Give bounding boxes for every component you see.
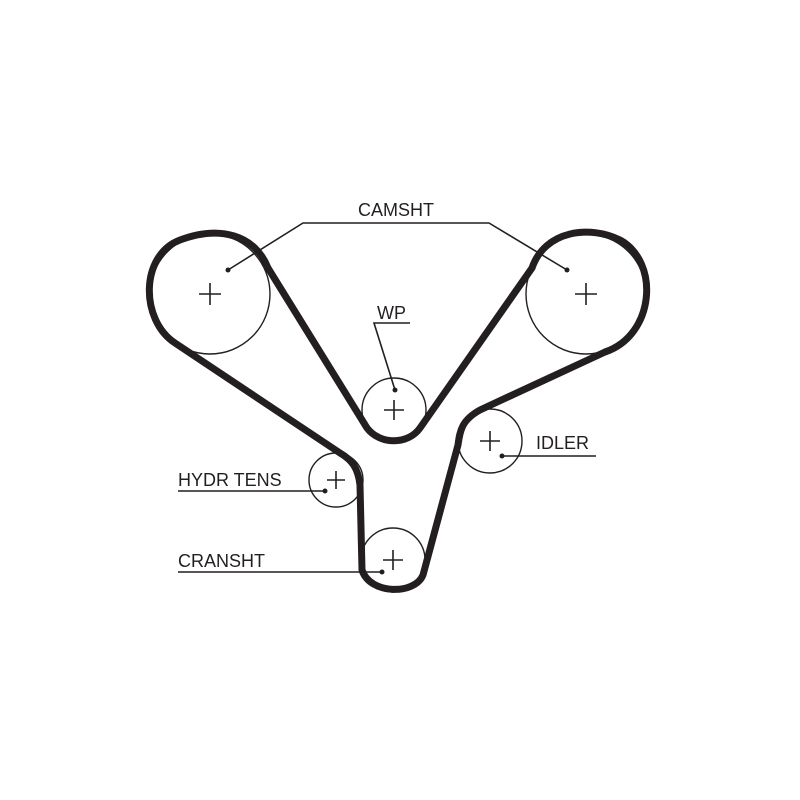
left-camshaft-pulley-outline [149,233,271,355]
water-pump-leader-dot [392,387,398,393]
idler-pulley-outline [457,408,523,474]
crankshaft-pulley-outline [360,527,426,593]
idler-leader-dot [499,453,505,459]
crankshaft-label: CRANSHT [178,551,265,571]
right-camshaft-pulley [525,233,647,355]
hydraulic-tensioner-pulley [308,452,364,508]
crankshaft-leader-dot [379,569,385,575]
crankshaft-callout: CRANSHT [178,551,385,575]
hydraulic-tensioner-callout: HYDR TENS [178,470,328,494]
crankshaft-pulley [360,527,426,593]
camshaft-label: CAMSHT [358,200,434,220]
hydraulic-tensioner-label: HYDR TENS [178,470,282,490]
water-pump-pulley-outline [361,377,427,443]
idler-pulley [457,408,523,474]
idler-callout: IDLER [499,433,596,459]
left-camshaft-pulley [149,233,271,355]
right-camshaft-pulley-outline [525,233,647,355]
water-pump-callout: WP [372,303,410,393]
water-pump-leader-line [372,322,410,391]
camshaft-callout: CAMSHT [225,200,570,273]
camshaft-leader-line [227,222,568,271]
water-pump-label: WP [377,303,406,323]
camshaft-right-leader-dot [564,267,570,273]
camshaft-left-leader-dot [225,267,231,273]
idler-label: IDLER [536,433,589,453]
hydraulic-tensioner-pulley-outline [308,452,364,508]
water-pump-pulley [361,377,427,443]
hydraulic-tensioner-leader-dot [322,488,328,494]
